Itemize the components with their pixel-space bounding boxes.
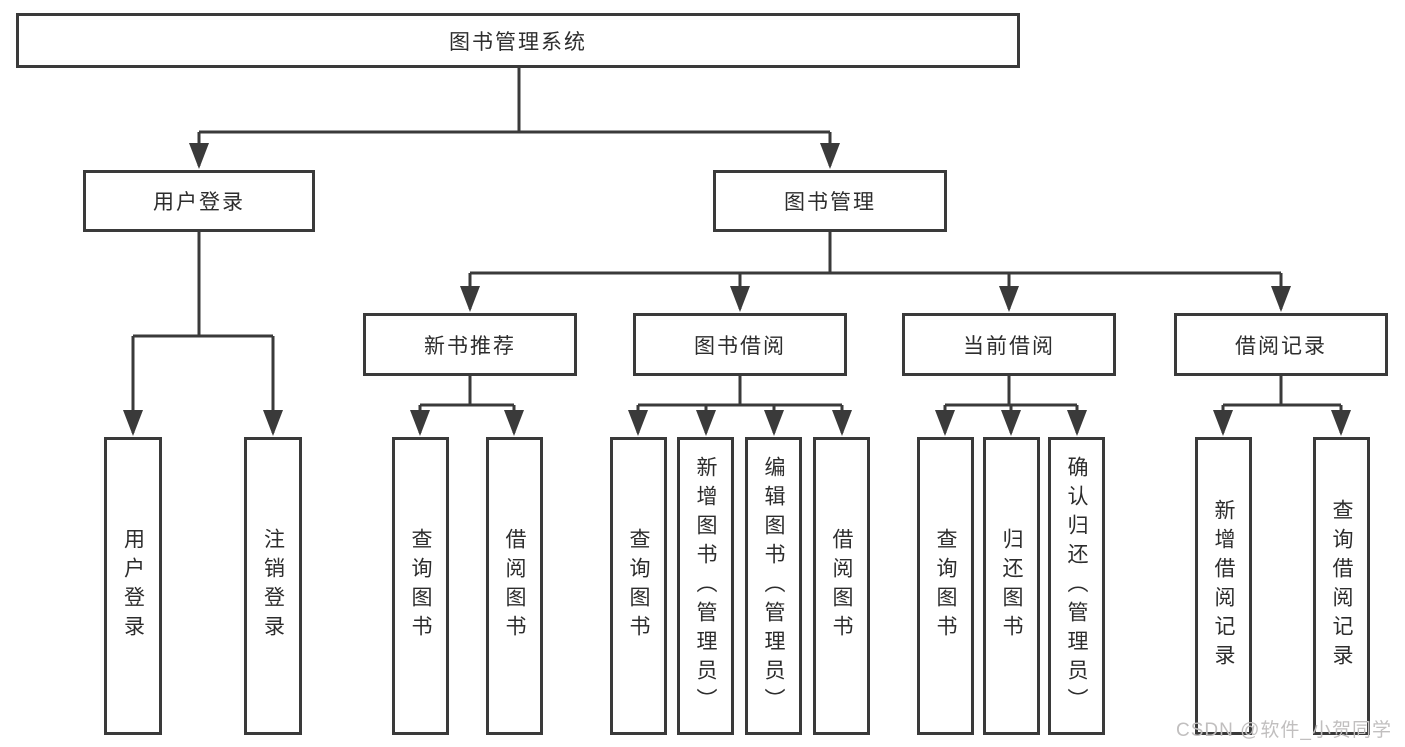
- node-new-book-recommend-label: 新书推荐: [424, 334, 516, 358]
- node-borrowing-records: 借阅记录: [1174, 313, 1388, 376]
- leaf-user-login-label: 用户登录: [121, 528, 145, 644]
- node-current-borrowing: 当前借阅: [902, 313, 1116, 376]
- node-borrowing-records-label: 借阅记录: [1235, 334, 1327, 358]
- connector-newbooks-to-leaves: [410, 376, 524, 436]
- leaf-borrow-books-2-label: 借阅图书: [830, 528, 853, 644]
- connector-current-to-leaves: [935, 376, 1087, 436]
- csdn-watermark: CSDN @软件_小贺同学: [1176, 720, 1392, 741]
- leaf-edit-books-admin: 编辑图书（管理员）: [745, 437, 802, 735]
- leaf-query-borrow-record-label: 查询借阅记录: [1330, 499, 1353, 673]
- leaf-edit-books-admin-label: 编辑图书（管理员）: [762, 455, 785, 717]
- connector-bookmgmt-to-level3: [460, 232, 1291, 312]
- node-current-borrowing-label: 当前借阅: [963, 334, 1055, 358]
- connector-borrowing-to-leaves: [628, 376, 852, 436]
- connector-records-to-leaves: [1213, 376, 1351, 436]
- leaf-add-books-admin: 新增图书（管理员）: [677, 437, 734, 735]
- leaf-add-books-admin-label: 新增图书（管理员）: [694, 455, 717, 717]
- node-new-book-recommend: 新书推荐: [363, 313, 577, 376]
- connector-userlogin-to-leaves: [123, 232, 283, 436]
- node-book-management: 图书管理: [713, 170, 947, 232]
- leaf-query-books-3: 查询图书: [917, 437, 974, 735]
- node-root: 图书管理系统: [16, 13, 1020, 68]
- leaf-query-books-3-label: 查询图书: [934, 528, 957, 644]
- leaf-confirm-return-admin: 确认归还（管理员）: [1048, 437, 1105, 735]
- leaf-confirm-return-admin-label: 确认归还（管理员）: [1065, 455, 1088, 717]
- leaf-add-borrow-record: 新增借阅记录: [1195, 437, 1252, 735]
- leaf-query-borrow-record: 查询借阅记录: [1313, 437, 1370, 735]
- node-book-management-label: 图书管理: [784, 191, 876, 214]
- leaf-query-books-2-label: 查询图书: [627, 528, 650, 644]
- leaf-return-books: 归还图书: [983, 437, 1040, 735]
- leaf-user-login: 用户登录: [104, 437, 162, 735]
- node-book-borrowing: 图书借阅: [633, 313, 847, 376]
- node-user-login-label: 用户登录: [153, 191, 245, 214]
- leaf-logout-label: 注销登录: [261, 528, 285, 644]
- leaf-add-borrow-record-label: 新增借阅记录: [1212, 499, 1235, 673]
- node-user-login: 用户登录: [83, 170, 315, 232]
- connector-root-to-level2: [189, 68, 840, 169]
- leaf-query-books-2: 查询图书: [610, 437, 667, 735]
- leaf-borrow-books-1-label: 借阅图书: [503, 528, 526, 644]
- leaf-logout: 注销登录: [244, 437, 302, 735]
- leaf-query-books-1: 查询图书: [392, 437, 449, 735]
- leaf-return-books-label: 归还图书: [1000, 528, 1023, 644]
- node-book-borrowing-label: 图书借阅: [694, 334, 786, 358]
- leaf-borrow-books-2: 借阅图书: [813, 437, 870, 735]
- leaf-query-books-1-label: 查询图书: [409, 528, 432, 644]
- leaf-borrow-books-1: 借阅图书: [486, 437, 543, 735]
- node-root-label: 图书管理系统: [449, 30, 587, 54]
